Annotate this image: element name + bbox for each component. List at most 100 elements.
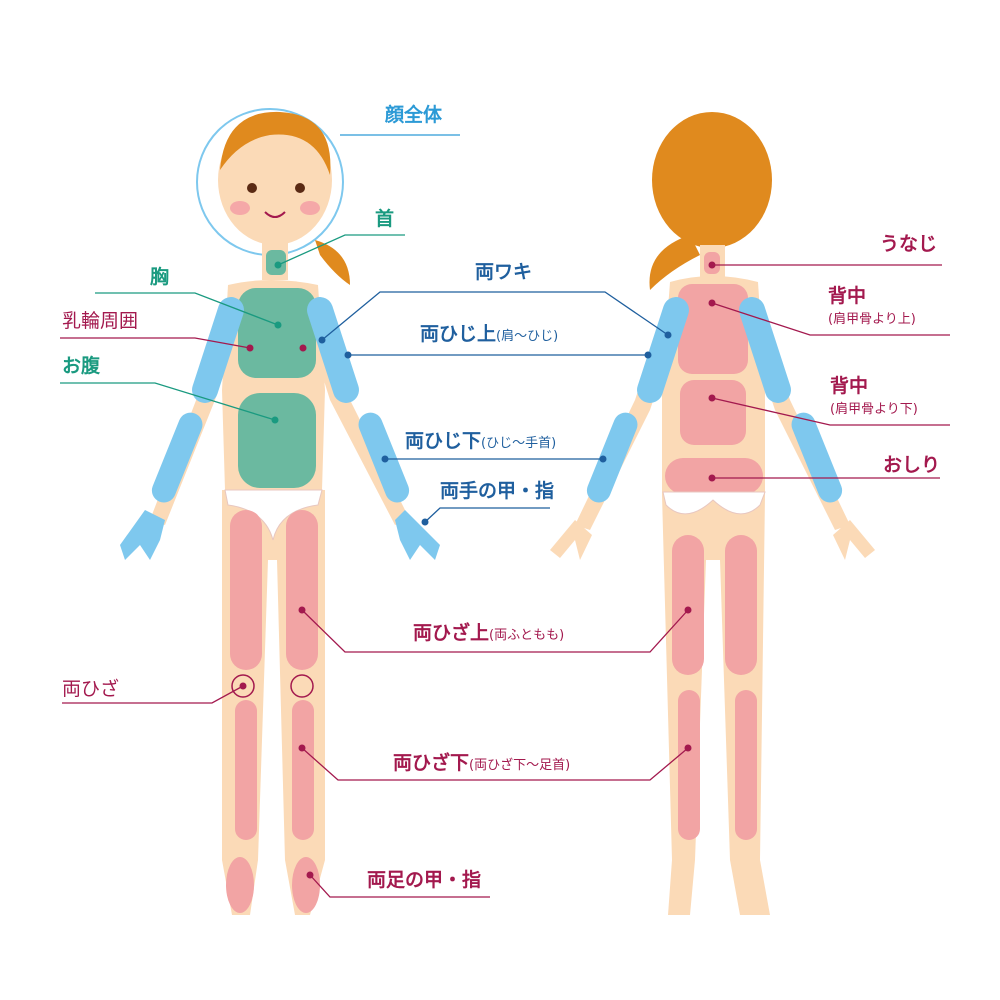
hands-line — [424, 507, 550, 523]
label-belly: お腹 — [62, 355, 101, 377]
feet-line — [309, 874, 490, 898]
armpit-line — [321, 291, 669, 341]
back-forearm-left — [586, 412, 638, 503]
label-chest: 胸 — [150, 266, 170, 288]
chest-line — [95, 292, 279, 326]
label-lower-arm-note: (ひじ〜手首) — [481, 436, 557, 451]
left-eye — [247, 183, 257, 193]
dot — [298, 606, 306, 614]
front-upper-arm-right — [307, 297, 359, 403]
dot — [246, 344, 254, 352]
smile — [264, 211, 286, 218]
label-upper-arm-note: (肩〜ひじ) — [496, 329, 559, 344]
leader-lines — [60, 134, 950, 898]
upper-back-zone — [678, 284, 748, 374]
label-thigh-main: 両ひざ上 — [413, 622, 490, 644]
back-forearm-right — [791, 412, 843, 503]
front-right-hand — [395, 510, 440, 560]
dot — [684, 744, 692, 752]
dot — [274, 261, 282, 269]
lower-back-line — [711, 397, 950, 426]
label-armpit: 両ワキ — [475, 261, 533, 283]
label-upper-back-note: (肩甲骨より上) — [828, 312, 916, 327]
dot — [708, 474, 716, 482]
label-upper-arm: 両ひじ上(肩〜ひじ) — [420, 325, 558, 344]
label-shin-note: (両ひざ下〜足首) — [469, 758, 571, 773]
areola-line — [60, 337, 251, 349]
back-calf-right — [735, 690, 757, 840]
label-thigh-note: (両ふともも) — [489, 628, 565, 643]
label-feet: 両足の甲・指 — [367, 869, 482, 891]
back-thigh-left — [672, 535, 704, 675]
label-shin: 両ひざ下(両ひざ下〜足首) — [393, 754, 570, 773]
label-thigh: 両ひざ上(両ふともも) — [413, 624, 564, 643]
front-foot-right — [292, 857, 320, 913]
back-underwear — [662, 491, 766, 515]
dot — [708, 299, 716, 307]
back-left-hand — [550, 520, 592, 560]
front-ponytail — [315, 240, 350, 285]
label-lower-arm: 両ひじ下(ひじ〜手首) — [405, 432, 556, 451]
neck-line — [277, 234, 405, 266]
label-lower-arm-main: 両ひじ下 — [405, 430, 482, 452]
front-upper-arm-left — [192, 297, 244, 403]
front-thigh-left — [230, 510, 262, 670]
front-foot-left — [226, 857, 254, 913]
back-calf-left — [678, 690, 700, 840]
label-shin-main: 両ひざ下 — [393, 752, 470, 774]
dot — [381, 455, 389, 463]
dot — [344, 351, 352, 359]
dot — [274, 321, 282, 329]
chest-zone — [238, 288, 316, 378]
belly-line — [60, 382, 276, 421]
knee-circle-left — [231, 674, 255, 698]
dot — [644, 351, 652, 359]
back-figure — [550, 112, 875, 915]
label-nape: うなじ — [880, 233, 938, 255]
thigh-line — [301, 609, 689, 653]
label-upper-back: 背中 — [828, 285, 867, 307]
back-upper-arm-right — [739, 297, 791, 403]
label-knee: 両ひざ — [62, 678, 120, 700]
right-cheek — [300, 201, 320, 215]
label-neck: 首 — [375, 208, 395, 230]
dot — [299, 344, 307, 352]
back-right-hand — [833, 520, 875, 560]
dot — [421, 518, 429, 526]
belly-zone — [238, 393, 316, 488]
back-head — [652, 112, 772, 248]
label-buttocks: おしり — [883, 454, 941, 476]
dot — [318, 336, 326, 344]
label-lower-back: 背中 — [830, 375, 869, 397]
label-lower-back-note: (肩甲骨より下) — [830, 402, 918, 417]
knee-line — [62, 685, 244, 704]
dot — [708, 394, 716, 402]
dot — [271, 416, 279, 424]
lower-back-zone — [680, 380, 746, 445]
label-face: 顔全体 — [385, 104, 443, 126]
right-eye — [295, 183, 305, 193]
front-thigh-right — [286, 510, 318, 670]
front-left-hand — [120, 510, 165, 560]
dot — [298, 744, 306, 752]
back-ponytail — [649, 235, 700, 290]
dot — [684, 606, 692, 614]
shin-line — [301, 747, 689, 781]
left-cheek — [230, 201, 250, 215]
front-shin-right — [292, 700, 314, 840]
dot — [664, 331, 672, 339]
knee-circle-right — [290, 674, 314, 698]
front-figure — [120, 108, 440, 915]
label-upper-arm-main: 両ひじ上 — [420, 323, 497, 345]
back-thigh-right — [725, 535, 757, 675]
leader-dots — [239, 261, 716, 879]
front-hair — [220, 111, 331, 175]
dot — [599, 455, 607, 463]
front-underwear — [224, 489, 323, 541]
dot — [239, 682, 247, 690]
front-shin-left — [235, 700, 257, 840]
front-forearm-left — [151, 412, 203, 503]
dot — [708, 261, 716, 269]
